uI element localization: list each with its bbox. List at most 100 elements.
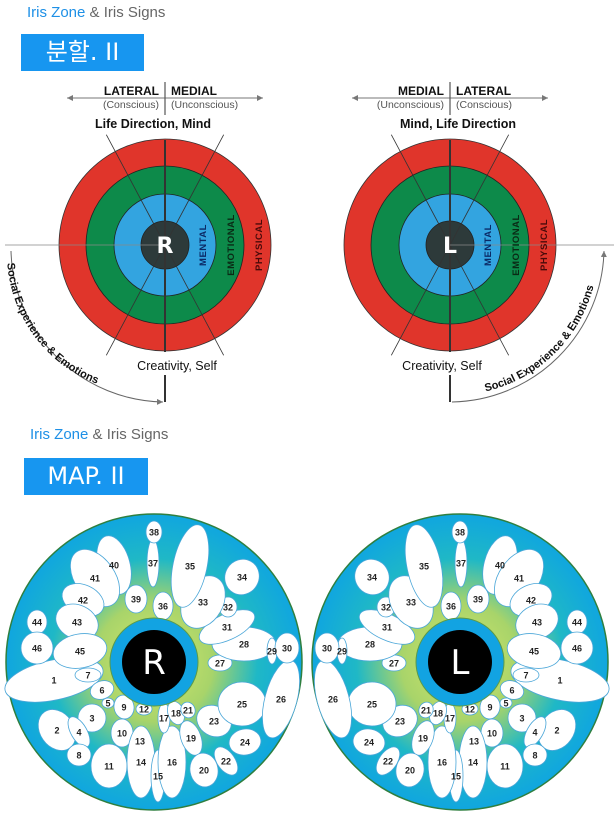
zone-shape-34	[354, 558, 390, 596]
zone-label-39: 39	[131, 595, 141, 605]
top-label: Mind, Life Direction	[400, 117, 516, 131]
zone-label-34: 34	[237, 573, 247, 583]
zone-shape-46	[560, 631, 594, 665]
pupil-letter: L	[451, 643, 470, 683]
zone-label-9: 9	[487, 703, 492, 713]
zone-shape-8	[522, 743, 548, 767]
zone-label-11: 11	[104, 762, 114, 772]
zone-label-44: 44	[32, 618, 42, 628]
zone-label-39: 39	[473, 595, 483, 605]
section2-badge: MAP. II	[24, 458, 148, 495]
zone-label-28: 28	[239, 640, 249, 650]
zone-label-3: 3	[89, 714, 94, 724]
emotional-ring-label: EMOTIONAL	[226, 214, 237, 276]
social-arc-arrow	[10, 250, 164, 405]
axis-right-label: LATERAL	[456, 84, 511, 98]
zone-label-32: 32	[223, 603, 233, 613]
subtitle-highlight: Iris Zone	[27, 4, 86, 21]
zone-shape-30	[274, 632, 300, 664]
eye-letter: R	[157, 234, 174, 259]
zone-label-40: 40	[495, 561, 505, 571]
zone-label-32: 32	[381, 603, 391, 613]
zone-shape-22	[213, 746, 239, 776]
zone-label-29: 29	[267, 647, 277, 657]
zone-label-5: 5	[503, 699, 508, 709]
zone-label-33: 33	[198, 598, 208, 608]
zone-shape-6	[499, 680, 525, 700]
zone-shape-1	[510, 657, 610, 703]
bottom-label: Creativity, Self	[402, 359, 482, 373]
zone-label-13: 13	[135, 737, 145, 747]
zone-label-45: 45	[75, 647, 85, 657]
zone-label-30: 30	[322, 644, 332, 654]
zone-shape-24	[352, 728, 386, 756]
axis-right-sublabel: (Unconscious)	[171, 99, 238, 111]
zone-label-31: 31	[222, 623, 232, 633]
zone-spoke-line	[105, 134, 166, 246]
physical-ring-label: PHYSICAL	[254, 219, 265, 271]
zone-label-23: 23	[395, 717, 405, 727]
zone-spoke-line	[449, 134, 510, 246]
zone-shape-30	[314, 632, 340, 664]
section2-subtitle: Iris Zone & Iris Signs	[30, 426, 168, 443]
zone-label-8: 8	[76, 751, 81, 761]
subtitle-highlight: Iris Zone	[30, 426, 89, 443]
zone-shape-9	[113, 694, 135, 720]
subtitle-rest: & Iris Signs	[88, 426, 169, 443]
axis-right-label: MEDIAL	[171, 84, 217, 98]
axis-right-sublabel: (Conscious)	[456, 99, 512, 111]
pupil-letter: R	[142, 643, 166, 683]
zone-label-45: 45	[529, 647, 539, 657]
zone-label-16: 16	[167, 758, 177, 768]
zone-label-16: 16	[437, 758, 447, 768]
zone-shapes	[4, 520, 301, 803]
zone-label-38: 38	[149, 528, 159, 538]
axis-left-label: LATERAL	[104, 84, 159, 98]
zone-shape-21	[418, 701, 434, 719]
zone-label-12: 12	[465, 705, 475, 715]
zone-label-42: 42	[526, 596, 536, 606]
zone-label-20: 20	[199, 766, 209, 776]
zone-label-22: 22	[383, 757, 393, 767]
zone-spoke-line	[390, 134, 451, 246]
zone-label-41: 41	[514, 574, 524, 584]
zone-label-46: 46	[32, 644, 42, 654]
zone-shapes	[313, 520, 610, 803]
zone-spoke-line	[164, 244, 225, 356]
zone-shape-6	[89, 680, 115, 700]
zone-label-15: 15	[153, 772, 163, 782]
axis-left-sublabel: (Conscious)	[103, 99, 159, 111]
zone-shape-39	[466, 584, 490, 614]
zone-label-38: 38	[455, 528, 465, 538]
zone-label-23: 23	[209, 717, 219, 727]
zone-shape-22	[375, 746, 401, 776]
zone-label-18: 18	[171, 709, 181, 719]
zone-label-26: 26	[276, 695, 286, 705]
zone-label-26: 26	[328, 695, 338, 705]
zone-label-41: 41	[90, 574, 100, 584]
zone-shape-38	[145, 520, 163, 544]
zone-spoke-line	[449, 244, 510, 356]
zone-shape-31	[358, 609, 416, 645]
zone-label-3: 3	[519, 714, 524, 724]
zone-label-1: 1	[557, 676, 562, 686]
zone-label-7: 7	[523, 671, 528, 681]
pupil	[122, 630, 186, 694]
zone-label-36: 36	[446, 602, 456, 612]
zone-label-22: 22	[221, 757, 231, 767]
zone-shape-24	[228, 728, 262, 756]
zone-spoke-line	[105, 244, 166, 356]
zone-label-33: 33	[406, 598, 416, 608]
zone-label-24: 24	[364, 738, 374, 748]
zone-label-46: 46	[572, 644, 582, 654]
zone-shape-21	[180, 701, 196, 719]
zone-label-10: 10	[487, 729, 497, 739]
zone-labels: 1234567891011121314151617181920212223242…	[322, 528, 582, 782]
zone-label-14: 14	[136, 758, 146, 768]
zone-label-5: 5	[105, 699, 110, 709]
zone-label-25: 25	[367, 700, 377, 710]
zone-label-27: 27	[215, 659, 225, 669]
zone-label-35: 35	[419, 562, 429, 572]
